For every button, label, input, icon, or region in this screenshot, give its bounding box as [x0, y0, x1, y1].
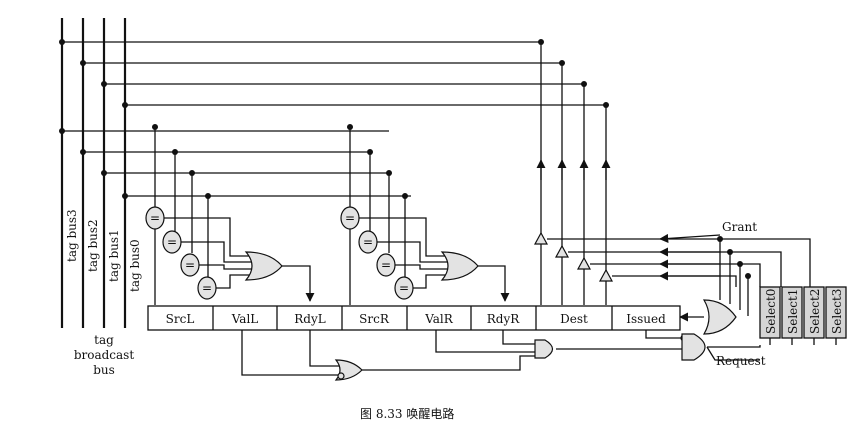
grant-label: Grant [722, 220, 757, 234]
comparator-symbol: = [185, 258, 195, 272]
comparator-symbol: = [363, 235, 373, 249]
and-gate-rdy-right [534, 339, 554, 359]
tristate-driver-icon [598, 268, 614, 282]
select0-label: Select0 [764, 289, 778, 334]
left-comparators: = = = = [145, 124, 315, 305]
right-comparators: = = = = [340, 124, 510, 305]
field-valr: ValR [424, 312, 454, 326]
entry-fields-row: SrcL ValL RdyL SrcR ValR RdyR Dest Issue… [147, 305, 681, 331]
bus-label-0: tag bus0 [128, 239, 142, 292]
dest-drivers [533, 42, 614, 305]
or-gate-issued [702, 299, 737, 335]
field-dest: Dest [560, 312, 588, 326]
tristate-driver-icon [554, 244, 570, 258]
bus-label-1: tag bus1 [107, 229, 121, 282]
select2-label: Select2 [808, 289, 822, 334]
field-vall: ValL [231, 312, 259, 326]
grant-wires: Grant [547, 220, 811, 316]
bus-labels: tag bus3 tag bus2 tag bus1 tag bus0 tag … [65, 209, 142, 377]
comparator-symbol: = [202, 281, 212, 295]
bus-group-label-line2: broadcast [74, 348, 135, 362]
or-gate-right [440, 251, 479, 281]
request-label: Request [716, 354, 766, 368]
figure-caption: 图 8.33 唤醒电路 [360, 406, 454, 421]
comparator-symbol: = [381, 258, 391, 272]
comparator-tap-wires [59, 128, 411, 199]
or-gate-left [244, 251, 283, 281]
request-logic: Request [241, 330, 766, 381]
bus-group-label-line3: bus [93, 363, 115, 377]
select-blocks: Select0 Select1 Select2 Select3 [759, 286, 847, 345]
comparator-symbol: = [167, 235, 177, 249]
comparator-symbol: = [150, 211, 160, 225]
tristate-driver-icon [533, 231, 549, 245]
field-rdyr: RdyR [487, 312, 520, 326]
bus-label-2: tag bus2 [86, 219, 100, 272]
select3-label: Select3 [830, 289, 844, 334]
dest-tap-wires [59, 39, 609, 108]
comparator-symbol: = [345, 211, 355, 225]
tristate-driver-icon [576, 256, 592, 270]
field-rdyl: RdyL [294, 312, 325, 326]
select1-label: Select1 [786, 289, 800, 334]
field-srcl: SrcL [166, 312, 195, 326]
bus-group-label-line1: tag [94, 333, 114, 347]
and-gate-request [681, 333, 706, 361]
comparator-symbol: = [399, 281, 409, 295]
field-issued: Issued [626, 312, 666, 326]
bus-label-3: tag bus3 [65, 209, 79, 262]
field-srcr: SrcR [359, 312, 390, 326]
